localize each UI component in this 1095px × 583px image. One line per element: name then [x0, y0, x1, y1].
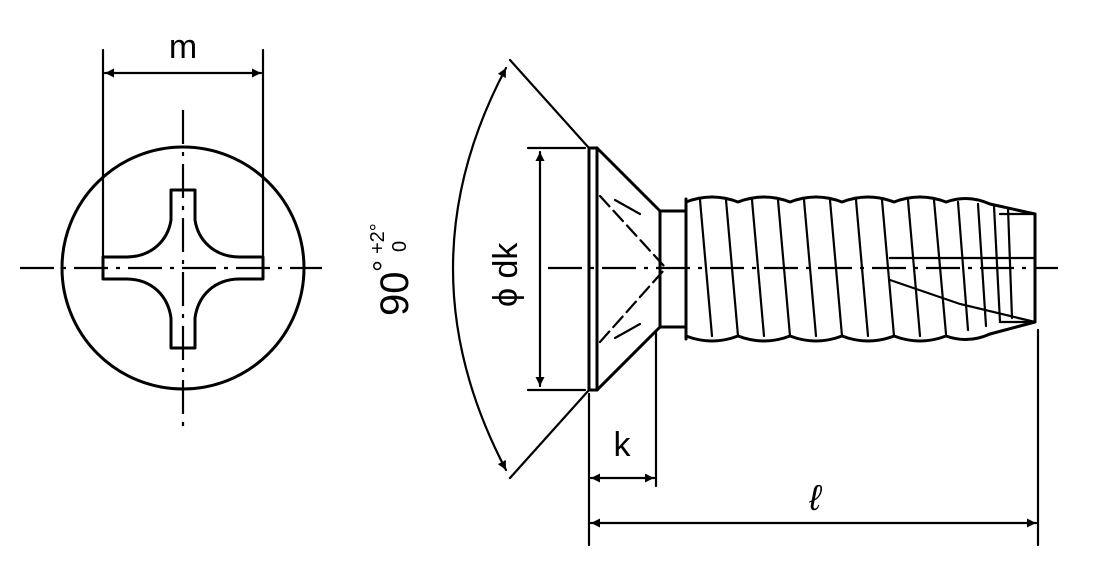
dim-m-label: m	[169, 28, 197, 66]
threaded-shank	[658, 195, 1037, 343]
dim-angle-degree: °	[368, 260, 401, 272]
dim-length: ℓ	[589, 328, 1040, 547]
dim-angle: 90 ° +2° 0	[367, 58, 591, 480]
dim-length-label: ℓ	[808, 477, 823, 518]
dim-head-height-label: k	[614, 426, 632, 464]
dim-head-diameter-label: ϕ dk	[487, 242, 525, 307]
countersunk-head	[587, 146, 666, 392]
dim-angle-value: 90	[373, 272, 417, 317]
dim-angle-upper-tolerance: +2°	[367, 223, 389, 254]
phillips-recess-outline	[101, 188, 265, 350]
dim-head-height: k	[587, 330, 658, 547]
thread-flanks	[698, 198, 1014, 338]
dim-angle-arc	[452, 66, 508, 472]
dim-angle-lower-tolerance: 0	[389, 241, 411, 252]
end-view: m	[20, 28, 322, 428]
side-view: 90 ° +2° 0 ϕ dk k ℓ	[367, 58, 1058, 547]
thread-crests	[684, 195, 1037, 216]
dim-head-diameter: ϕ dk	[487, 146, 587, 392]
